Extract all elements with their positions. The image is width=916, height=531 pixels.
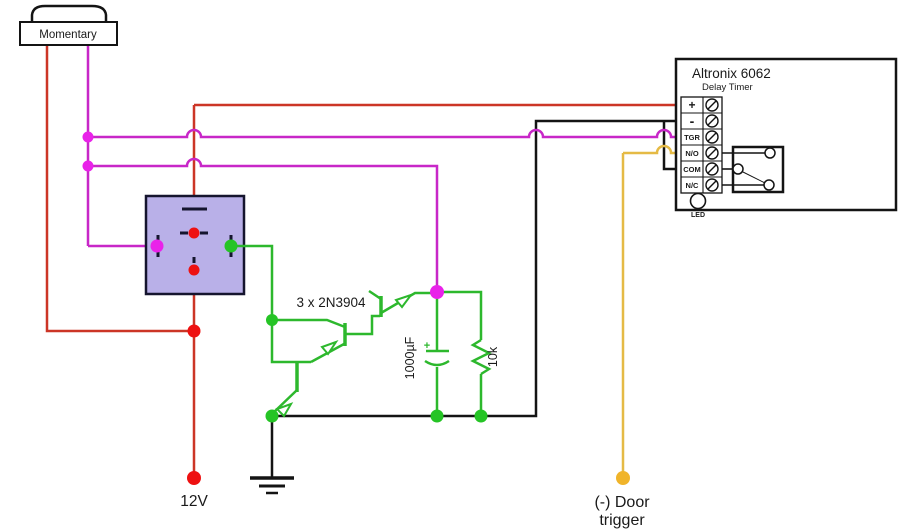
- momentary-body: [19, 21, 118, 46]
- collector-node-dot: [266, 314, 278, 326]
- ground-node-dot: [265, 409, 279, 423]
- relay-pin-bottom-dot: [188, 264, 200, 276]
- green-wires: [231, 244, 492, 416]
- green-junction-dots: [224, 239, 488, 423]
- 12v-endpoint: [187, 471, 201, 485]
- capacitor-label: 1000µF: [403, 336, 417, 379]
- delay-timer-module: Altronix 6062 Delay Timer + - TGR N/O CO…: [674, 57, 898, 219]
- contact-nc-point: [763, 179, 775, 191]
- collector-drop-wire: [270, 320, 311, 364]
- yellow-wires: [621, 144, 683, 477]
- negative-wire: [272, 119, 683, 418]
- terminal-labels: + - TGR N/O COM N/C: [683, 98, 701, 190]
- ground-symbol: [250, 476, 294, 495]
- timer-title: Altronix 6062: [692, 66, 771, 81]
- a-to-c-link: [345, 314, 380, 336]
- magenta-junction-lower: [82, 160, 94, 172]
- transistor-a-arrow: [320, 340, 339, 356]
- terminal-grid: [681, 97, 722, 193]
- no-terminal-wire: [623, 144, 683, 155]
- contact-arm: [740, 170, 766, 184]
- rc-node-dot: [430, 285, 444, 299]
- contact-no-point: [764, 147, 776, 159]
- transistor-c-collector-stub: [368, 289, 382, 301]
- capacitor-plate-curved: [424, 359, 450, 367]
- tgr-wire: [88, 128, 683, 139]
- magenta-junction-upper: [82, 131, 94, 143]
- momentary-dome: [30, 4, 108, 22]
- momentary-switch: Momentary: [19, 4, 118, 46]
- transistor-c-emitter: [380, 291, 436, 315]
- emitter-arrows: [275, 293, 414, 418]
- red-wires: [45, 45, 683, 477]
- relay-coil-left-dot: [150, 239, 164, 253]
- resistor-top-lead: [437, 290, 483, 340]
- terminal-tgr: TGR: [684, 133, 700, 142]
- collector-bus: [272, 318, 346, 329]
- resistor-zigzag: [470, 338, 492, 376]
- momentary-left-pin-wire: [45, 45, 194, 333]
- terminal-screws: [705, 98, 719, 192]
- relay-pin-30-dot: [188, 227, 200, 239]
- terminal-plus: +: [688, 98, 695, 112]
- contact-com-point: [732, 163, 744, 175]
- red-junction-dots: [187, 227, 201, 485]
- momentary-label: Momentary: [39, 29, 97, 41]
- led-indicator: [689, 192, 707, 210]
- capacitor-polarity: +: [424, 340, 430, 352]
- terminal-com: COM: [683, 165, 701, 174]
- led-label: LED: [691, 212, 705, 219]
- terminal-no: N/O: [685, 149, 699, 158]
- transistor-b-arrow: [275, 402, 294, 418]
- resistor-label: 10k: [486, 346, 500, 367]
- trigger-node-wire: [88, 157, 439, 292]
- power-label: 12V: [180, 493, 208, 510]
- timer-subtitle: Delay Timer: [702, 82, 753, 93]
- door-trigger-label-line1: (-) Door: [594, 494, 650, 511]
- door-trigger-label-line2: trigger: [599, 512, 645, 529]
- relay-coil-right-wire: [231, 244, 274, 320]
- transistor-c-arrow: [394, 293, 414, 309]
- terminal-minus: -: [690, 113, 695, 129]
- relay-coil-right-dot: [224, 239, 238, 253]
- resistor-ground-dot: [474, 409, 488, 423]
- door-trigger-endpoint: [616, 471, 630, 485]
- red-junction: [187, 324, 201, 338]
- magenta-junction-dots: [82, 131, 444, 299]
- capacitor-ground-dot: [430, 409, 444, 423]
- terminal-nc: N/C: [686, 181, 700, 190]
- transistor-group-label: 3 x 2N3904: [296, 295, 366, 310]
- contact-switch: [722, 145, 785, 194]
